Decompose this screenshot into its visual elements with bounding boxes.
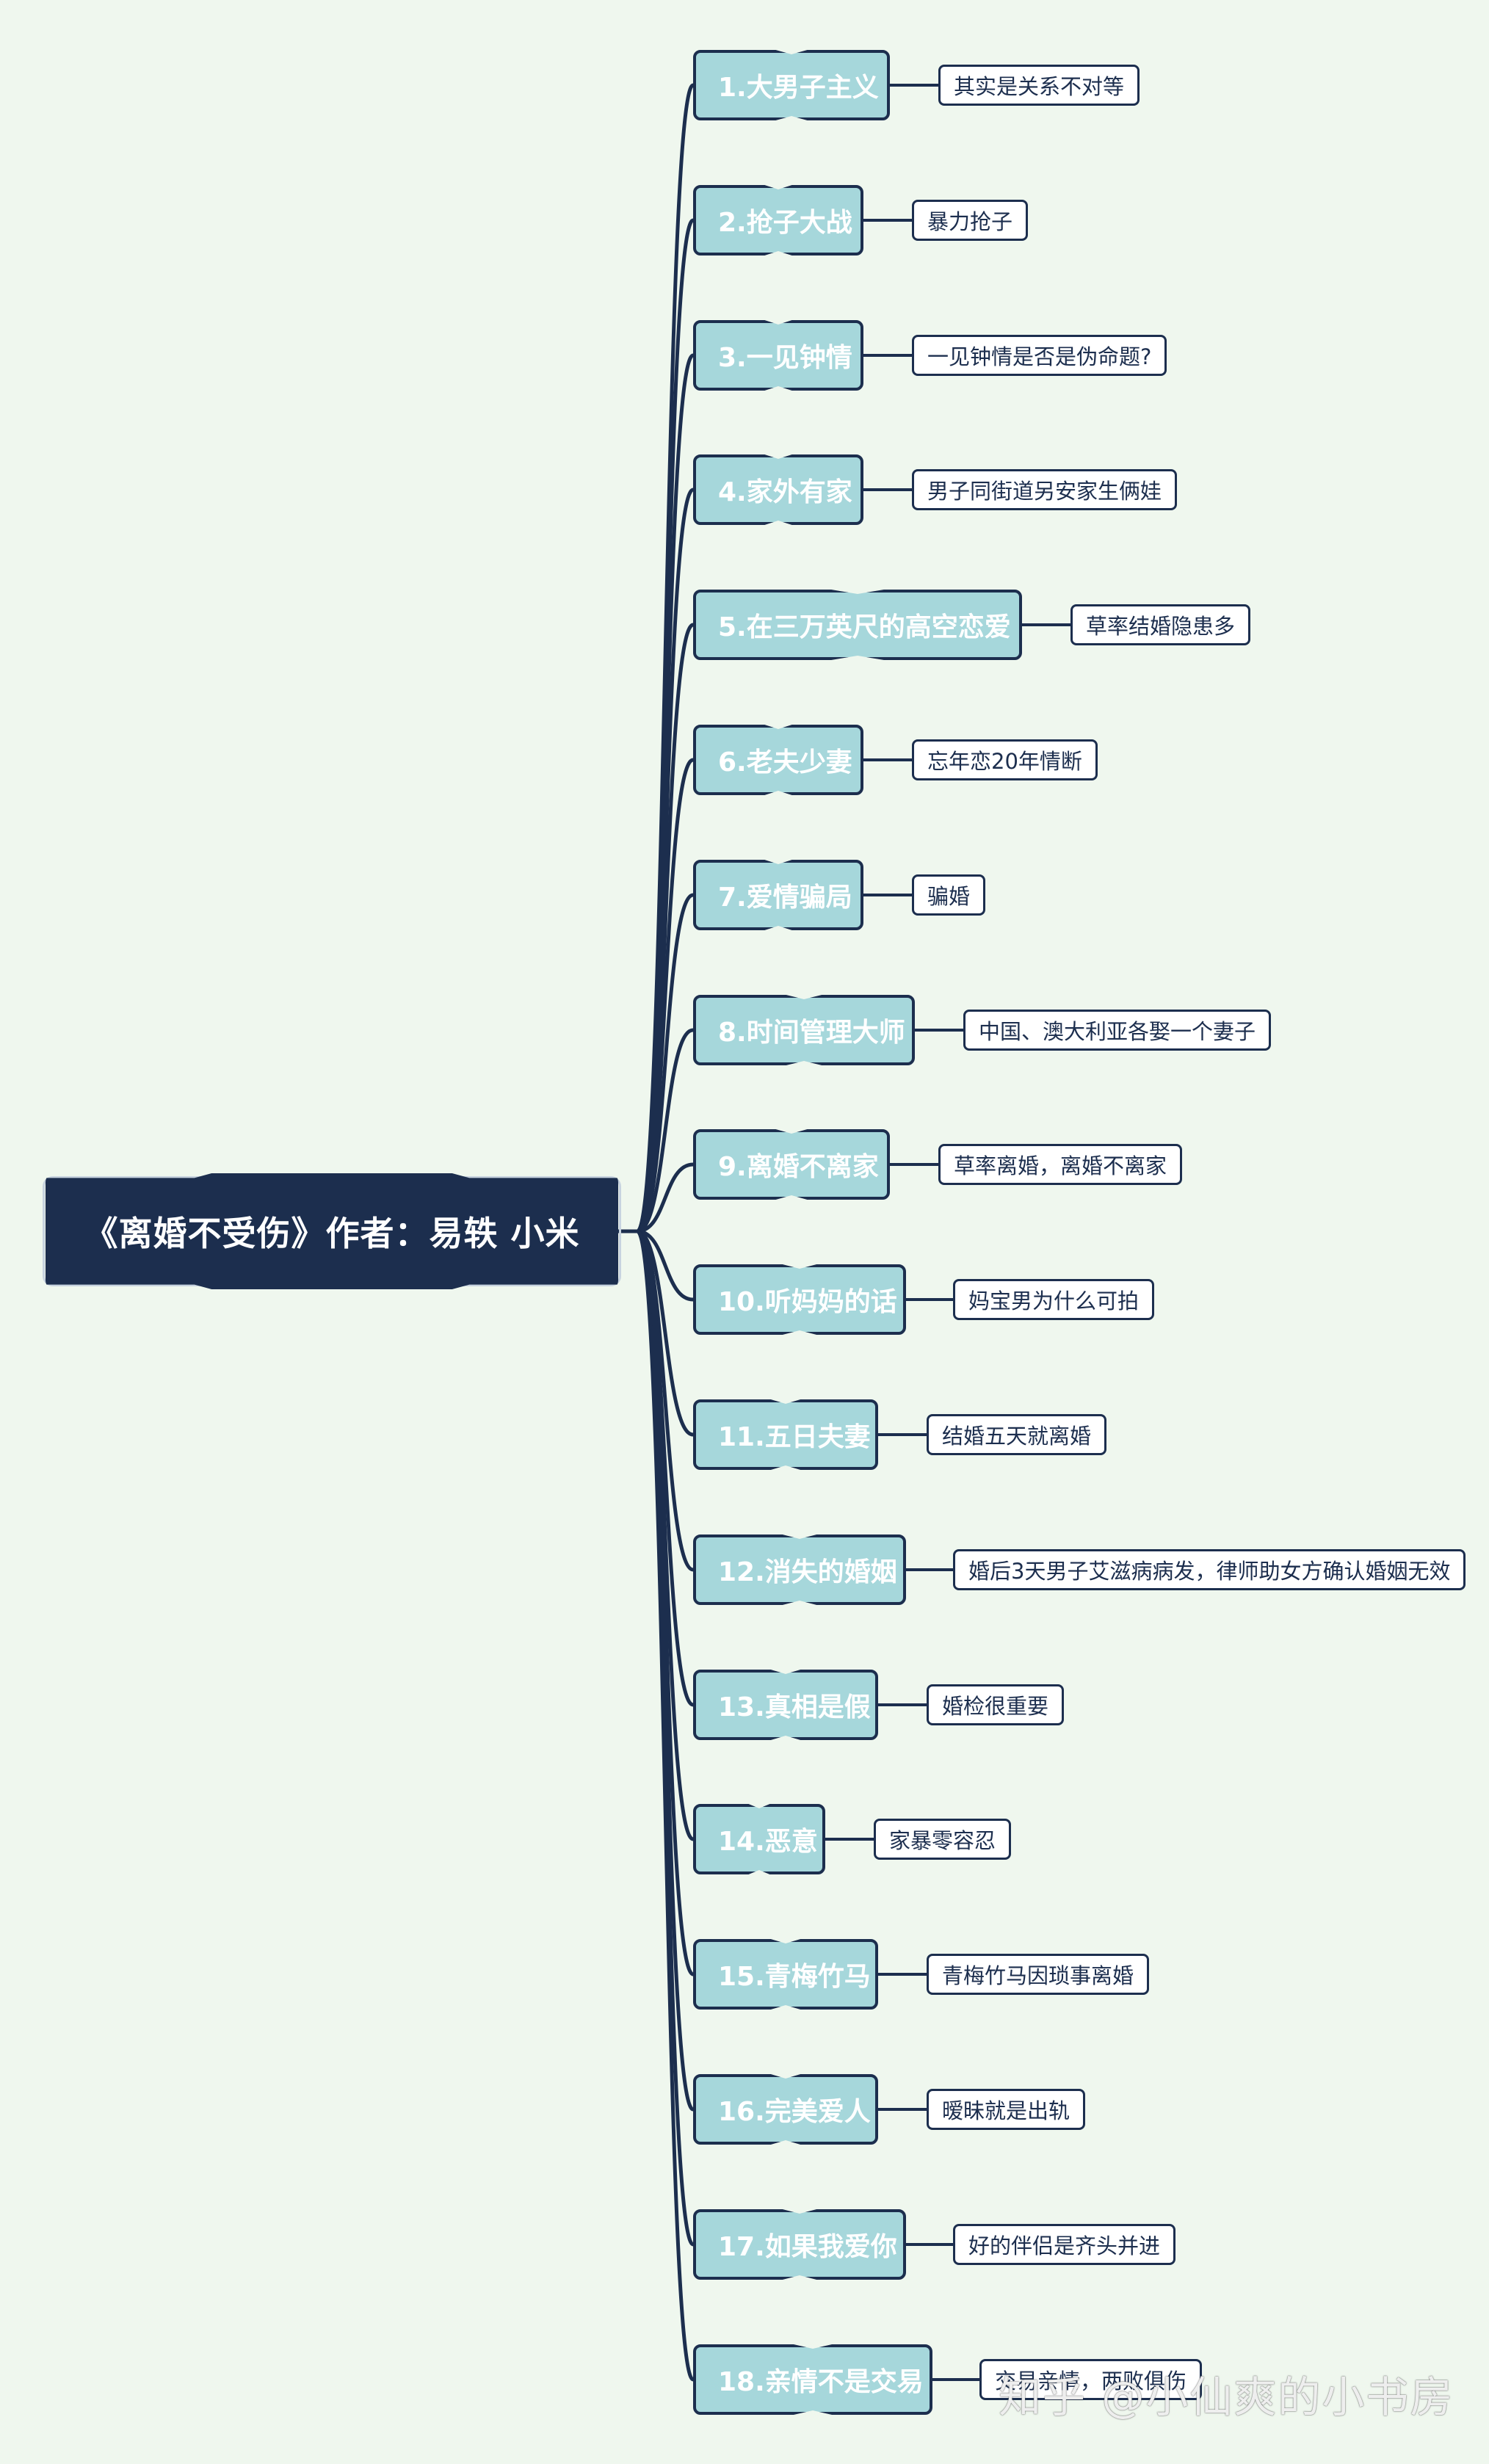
leaf-node-label: 暧昧就是出轨 xyxy=(942,2098,1070,2123)
branch-connector xyxy=(637,1162,694,1233)
branch-node-label: 18.亲情不是交易 xyxy=(718,2367,924,2397)
branch-node[interactable]: 7.爱情骗局 xyxy=(693,860,863,930)
leaf-node[interactable]: 交易亲情，两败俱伤 xyxy=(979,2359,1203,2400)
leaf-node-label: 交易亲情，两败俱伤 xyxy=(995,2369,1187,2394)
branch-node-label: 11.五日夫妻 xyxy=(718,1422,871,1452)
root-node-label: 《离婚不受伤》作者：易轶 小米 xyxy=(84,1214,580,1253)
leaf-node[interactable]: 忘年恋20年情断 xyxy=(912,739,1098,780)
leaf-node[interactable]: 家暴零容忍 xyxy=(874,1819,1012,1860)
branch-node[interactable]: 2.抢子大战 xyxy=(693,185,863,256)
leaf-node-label: 骗婚 xyxy=(927,884,971,909)
branch-node[interactable]: 1.大男子主义 xyxy=(693,50,890,120)
leaf-node-label: 家暴零容忍 xyxy=(889,1828,996,1853)
leaf-node-label: 中国、澳大利亚各娶一个妻子 xyxy=(979,1019,1256,1044)
branch-node[interactable]: 12.消失的婚姻 xyxy=(693,1534,906,1605)
branch-node-label: 14.恶意 xyxy=(718,1827,818,1857)
watermark: 知乎 @小仙爽的小书房 xyxy=(999,2372,1454,2422)
leaf-node-label: 忘年恋20年情断 xyxy=(927,749,1082,774)
branch-connector xyxy=(637,1028,694,1233)
leaf-node[interactable]: 暴力抢子 xyxy=(912,200,1029,241)
leaf-node[interactable]: 骗婚 xyxy=(912,874,986,916)
branch-node[interactable]: 11.五日夫妻 xyxy=(693,1399,878,1470)
branch-node[interactable]: 8.时间管理大师 xyxy=(693,995,915,1065)
branch-node-label: 13.真相是假 xyxy=(718,1692,871,1722)
branch-node[interactable]: 18.亲情不是交易 xyxy=(693,2344,932,2415)
branch-node[interactable]: 10.听妈妈的话 xyxy=(693,1264,906,1335)
branch-node[interactable]: 5.在三万英尺的高空恋爱 xyxy=(693,590,1022,660)
branch-node[interactable]: 17.如果我爱你 xyxy=(693,2209,906,2280)
leaf-node[interactable]: 青梅竹马因琐事离婚 xyxy=(927,1954,1150,1995)
branch-node-label: 12.消失的婚姻 xyxy=(718,1557,897,1587)
branch-node-label: 2.抢子大战 xyxy=(718,208,852,238)
leaf-node[interactable]: 婚后3天男子艾滋病病发，律师助女方确认婚姻无效 xyxy=(953,1549,1466,1590)
leaf-node[interactable]: 中国、澳大利亚各娶一个妻子 xyxy=(963,1010,1272,1051)
branch-connector xyxy=(635,1229,695,2382)
branch-connector xyxy=(637,893,694,1233)
leaf-node[interactable]: 暧昧就是出轨 xyxy=(927,2089,1086,2130)
leaf-node-label: 草率结婚隐患多 xyxy=(1086,614,1236,639)
branch-node[interactable]: 14.恶意 xyxy=(693,1804,825,1874)
branch-node-label: 4.家外有家 xyxy=(718,477,852,507)
branch-node[interactable]: 3.一见钟情 xyxy=(693,320,863,391)
leaf-node[interactable]: 其实是关系不对等 xyxy=(938,65,1140,106)
branch-node-label: 1.大男子主义 xyxy=(718,73,879,103)
branch-node[interactable]: 4.家外有家 xyxy=(693,454,863,525)
leaf-node-label: 结婚五天就离婚 xyxy=(942,1424,1092,1449)
branch-node-label: 3.一见钟情 xyxy=(718,343,852,373)
branch-node-label: 15.青梅竹马 xyxy=(718,1962,871,1992)
leaf-node-label: 好的伴侣是齐头并进 xyxy=(968,2233,1161,2258)
branch-node[interactable]: 6.老夫少妻 xyxy=(693,725,863,795)
leaf-node[interactable]: 好的伴侣是齐头并进 xyxy=(953,2224,1176,2265)
leaf-node-label: 婚后3天男子艾滋病病发，律师助女方确认婚姻无效 xyxy=(968,1559,1451,1584)
branch-connector xyxy=(635,353,695,1233)
leaf-node-label: 一见钟情是否是伪命题? xyxy=(927,344,1152,369)
leaf-node-label: 青梅竹马因琐事离婚 xyxy=(942,1963,1134,1988)
branch-node-label: 6.老夫少妻 xyxy=(718,747,852,778)
branch-node-label: 9.离婚不离家 xyxy=(718,1152,879,1182)
leaf-node[interactable]: 草率离婚，离婚不离家 xyxy=(938,1144,1183,1185)
leaf-node-label: 草率离婚，离婚不离家 xyxy=(954,1153,1167,1178)
branch-node[interactable]: 13.真相是假 xyxy=(693,1670,878,1740)
branch-node-label: 8.时间管理大师 xyxy=(718,1018,905,1048)
leaf-node[interactable]: 男子同街道另安家生俩娃 xyxy=(912,469,1178,510)
branch-node-label: 16.完美爱人 xyxy=(718,2097,871,2127)
leaf-node-label: 婚检很重要 xyxy=(942,1694,1049,1719)
branch-node[interactable]: 16.完美爱人 xyxy=(693,2074,878,2145)
leaf-node-label: 暴力抢子 xyxy=(927,209,1013,234)
leaf-node[interactable]: 草率结婚隐患多 xyxy=(1070,604,1251,645)
leaf-node[interactable]: 结婚五天就离婚 xyxy=(927,1414,1107,1455)
leaf-node[interactable]: 一见钟情是否是伪命题? xyxy=(912,335,1167,376)
branch-connector xyxy=(637,1229,694,1302)
branch-node-label: 5.在三万英尺的高空恋爱 xyxy=(718,612,1011,642)
branch-node-label: 10.听妈妈的话 xyxy=(718,1287,897,1317)
leaf-node[interactable]: 婚检很重要 xyxy=(927,1684,1065,1725)
leaf-node-label: 妈宝男为什么可拍 xyxy=(968,1289,1140,1313)
branch-node-label: 7.爱情骗局 xyxy=(718,883,852,913)
branch-node-label: 17.如果我爱你 xyxy=(718,2232,897,2262)
branch-node[interactable]: 15.青梅竹马 xyxy=(693,1939,878,2010)
leaf-node-label: 其实是关系不对等 xyxy=(954,74,1125,99)
leaf-node[interactable]: 妈宝男为什么可拍 xyxy=(953,1279,1155,1320)
leaf-node-label: 男子同街道另安家生俩娃 xyxy=(927,479,1162,504)
branch-node[interactable]: 9.离婚不离家 xyxy=(693,1129,890,1200)
root-node[interactable]: 《离婚不受伤》作者：易轶 小米 xyxy=(46,1173,618,1289)
